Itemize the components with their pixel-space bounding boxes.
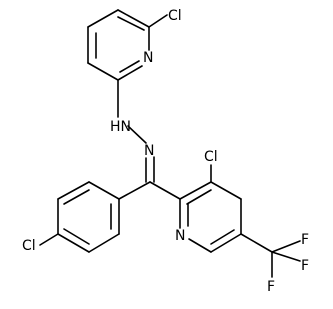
chlorine-atom-label: Cl [204, 149, 218, 165]
bond [271, 240, 301, 253]
chlorine-atom-label: Cl [22, 238, 36, 254]
bond [88, 233, 120, 253]
bond [148, 14, 168, 28]
fluorine-atom-label: F [301, 258, 309, 274]
bond [117, 9, 150, 28]
bond [240, 233, 273, 253]
bond [118, 181, 151, 200]
bond [210, 181, 242, 200]
hydrazone-linker [117, 79, 155, 183]
central-carbon-bonds [118, 181, 181, 200]
fluorine-atom-label: F [301, 232, 309, 248]
bond [63, 228, 90, 245]
bond [188, 238, 212, 253]
nitrogen-atom-label: N [143, 50, 153, 66]
bond [186, 189, 212, 205]
bond [117, 65, 143, 81]
bond [271, 251, 301, 262]
bond [57, 233, 90, 253]
trifluoromethyl-group [271, 240, 301, 278]
nitrogen-atom-label: N [175, 228, 185, 244]
bond [127, 125, 147, 144]
fluorine-atom-label: F [267, 279, 275, 295]
bond [149, 181, 181, 200]
bond [39, 233, 59, 246]
bond [117, 16, 145, 31]
top-pyridine-ring [87, 9, 168, 81]
bond [119, 60, 140, 73]
bond [63, 189, 90, 205]
bond [88, 181, 120, 200]
bond [210, 233, 242, 253]
bond [210, 229, 235, 245]
bond [179, 181, 212, 200]
nh-atom-label: HN [110, 119, 131, 135]
right-pyridine-ring [179, 164, 273, 253]
bond [87, 9, 119, 28]
nitrogen-atom-label: N [144, 143, 154, 159]
chlorine-atom-label: Cl [168, 8, 182, 24]
bond [57, 181, 90, 200]
chlorophenyl-ring [39, 181, 120, 253]
bond [87, 62, 119, 81]
